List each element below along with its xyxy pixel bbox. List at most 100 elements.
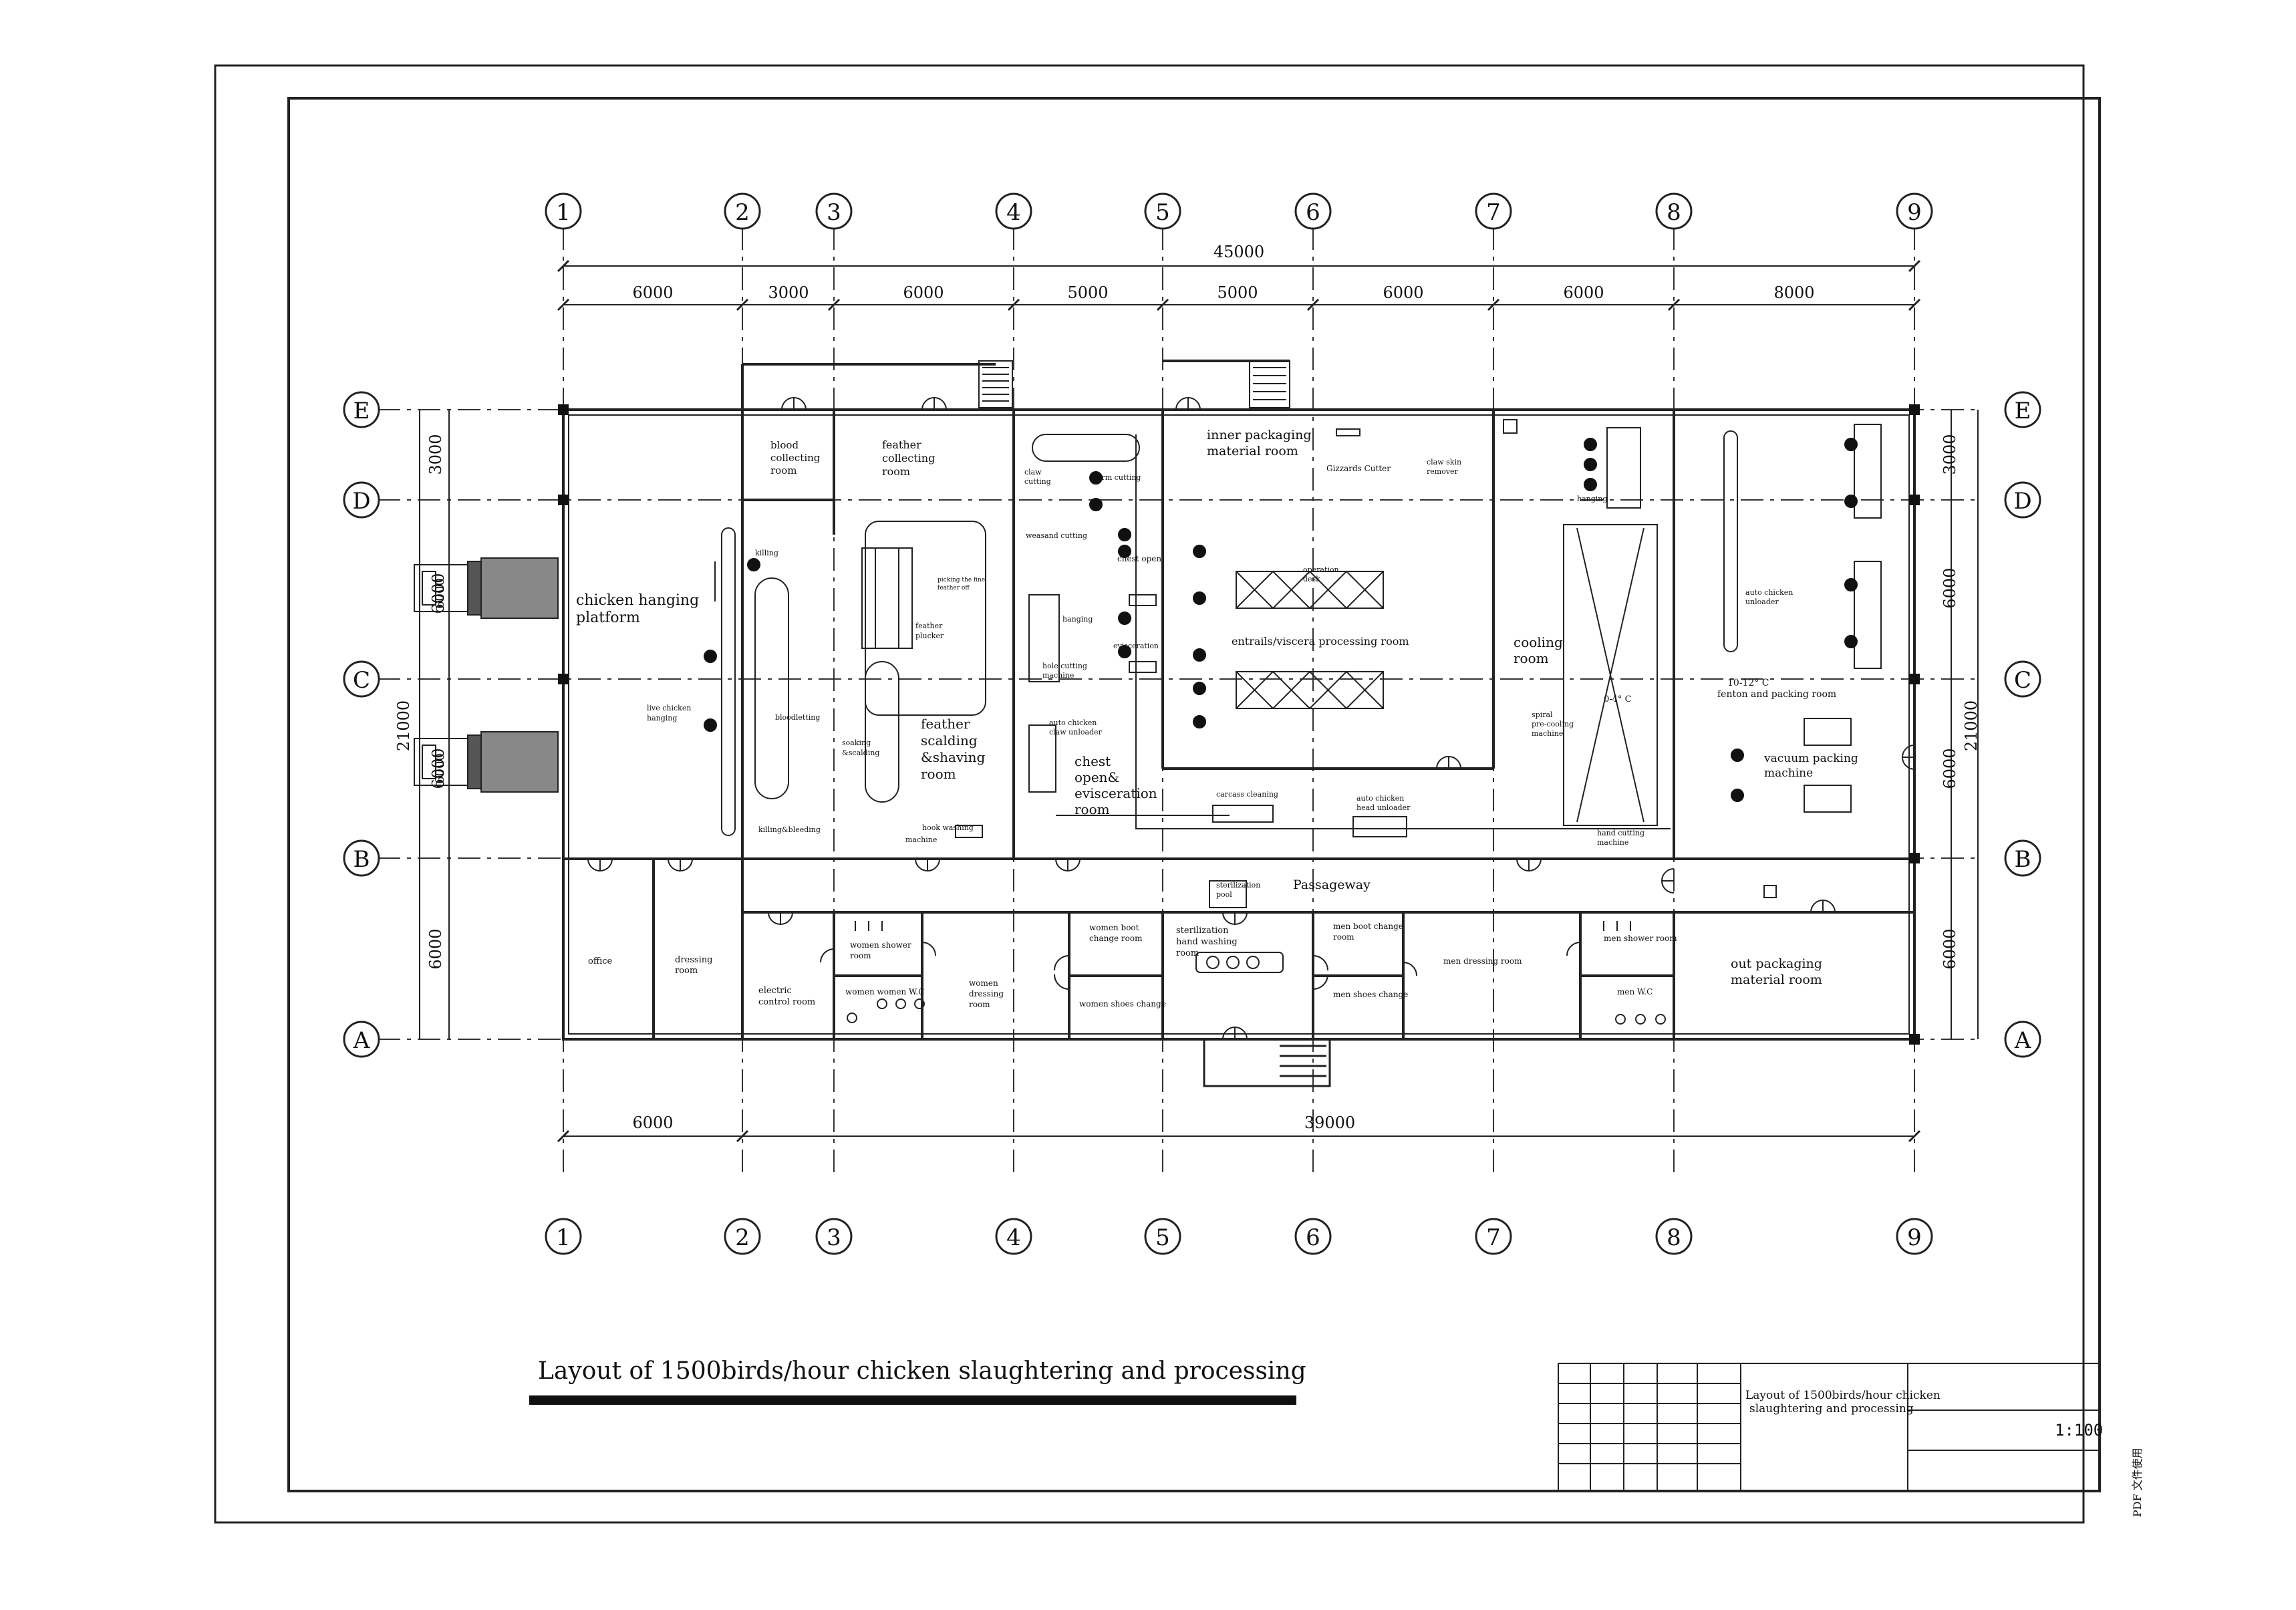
title-block-name: Layout of 1500birds/hour chicken xyxy=(1745,1389,1941,1402)
equipment-label: weasand cutting xyxy=(1026,531,1087,540)
equipment-label: machine xyxy=(1042,671,1074,680)
equipment-label: arm cutting xyxy=(1097,473,1141,482)
equipment-label: auto chicken xyxy=(1745,588,1793,597)
title-block xyxy=(1558,1363,2100,1491)
equipment-label: machine xyxy=(1532,729,1563,738)
equipment-label: Gizzards Cutter xyxy=(1326,464,1391,473)
dim-top-total: 45000 xyxy=(1213,243,1264,261)
truck-labels: 6000 6000 xyxy=(433,578,447,784)
grid-col-label: 8 xyxy=(1667,1224,1681,1251)
dim-top-span: 5000 xyxy=(1067,283,1108,302)
room-label: men shoes change xyxy=(1333,990,1408,999)
dim-bottom-span: 39000 xyxy=(1304,1113,1355,1132)
equipment-label: soaking xyxy=(842,739,871,747)
equipment-label: live chicken xyxy=(647,704,691,712)
grid-col-label: 4 xyxy=(1006,1224,1021,1251)
grid-col-label: 2 xyxy=(735,1224,750,1251)
grid-col-label: 1 xyxy=(556,1224,571,1251)
room-label: material room xyxy=(1207,444,1298,458)
plucker-machine xyxy=(861,547,913,649)
room-label: control room xyxy=(758,997,815,1007)
equipment-label: evisceration xyxy=(1113,642,1159,650)
dim-right-span: 6000 xyxy=(1941,567,1959,608)
equipment-label: killing xyxy=(755,549,778,557)
grid-row-label: D xyxy=(352,488,370,515)
room-label: women women W.C xyxy=(845,987,924,996)
room-label: women xyxy=(969,978,998,988)
equipment-label: pool xyxy=(1216,890,1232,899)
grid-col-label: 3 xyxy=(827,199,841,226)
dim-top-span: 3000 xyxy=(768,283,809,302)
equipment-label: 0-4° C xyxy=(1604,694,1632,704)
room-label: room xyxy=(921,766,956,782)
equipment-label: chest open xyxy=(1117,554,1161,563)
room-label: Passageway xyxy=(1293,878,1371,892)
title-block-scale: 1:100 xyxy=(2055,1421,2103,1440)
dimension-ticks xyxy=(557,259,1921,1143)
stair-icon xyxy=(1203,1039,1331,1087)
sheet-borders xyxy=(214,64,2101,1524)
grid-bubbles xyxy=(343,192,2041,1255)
dim-left-span: 6000 xyxy=(426,928,445,969)
equipment-label: desk xyxy=(1303,575,1320,583)
room-label: electric xyxy=(758,986,792,996)
equipment-label: hanging xyxy=(1577,495,1607,503)
dim-top-span: 6000 xyxy=(1563,283,1604,302)
room-label: platform xyxy=(576,610,640,626)
room-label: 10-12° C xyxy=(1727,678,1769,688)
room-label: room xyxy=(770,464,797,477)
room-label: men dressing room xyxy=(1443,956,1522,966)
room-label: room xyxy=(675,966,698,976)
operation-desk xyxy=(1236,571,1384,709)
room-label: chicken hanging xyxy=(576,592,699,609)
grid-col-label: 5 xyxy=(1155,1224,1170,1251)
equipment-label: head unloader xyxy=(1356,803,1411,812)
grid-bubble-labels: 1 2 3 4 5 6 7 8 9 1 2 3 4 5 6 7 8 9 E D … xyxy=(352,199,2031,1251)
equipment-label: hanging xyxy=(1062,615,1093,624)
room-label: entrails/viscera processing room xyxy=(1232,635,1409,648)
stair-icon xyxy=(978,360,1013,408)
equipment-label: feather xyxy=(915,622,943,630)
equipment-label: plucker xyxy=(915,632,944,640)
grid-col-label: 7 xyxy=(1486,1224,1501,1251)
equipment-label: feather off xyxy=(938,585,970,591)
dim-right-span: 3000 xyxy=(1941,434,1959,475)
room-label: blood xyxy=(770,439,799,451)
grid-col-label: 5 xyxy=(1155,199,1170,226)
equipment-label: cutting xyxy=(1024,477,1051,486)
equipment-label: machine xyxy=(1597,838,1628,847)
dim-left-total: 21000 xyxy=(394,700,413,751)
room-labels: chicken hanging platform blood collectin… xyxy=(576,428,1858,1009)
grid-col-label: 6 xyxy=(1306,199,1320,226)
room-label: machine xyxy=(1764,767,1813,780)
truck-length: 6000 xyxy=(433,578,447,609)
grid-col-label: 9 xyxy=(1907,1224,1922,1251)
equipment-label: remover xyxy=(1427,467,1459,476)
conveyor-line xyxy=(714,427,1738,837)
equipment-label: auto chicken xyxy=(1049,718,1097,727)
dim-bottom-span: 6000 xyxy=(632,1113,673,1132)
room-label: chest xyxy=(1074,753,1111,769)
room-label: hand washing xyxy=(1176,937,1238,947)
room-label: office xyxy=(588,956,613,966)
room-label: sterilization xyxy=(1176,926,1229,936)
room-label: feather xyxy=(921,716,970,732)
columns xyxy=(558,404,1920,1045)
dim-top-span: 6000 xyxy=(1383,283,1423,302)
room-label: women shoes change xyxy=(1079,999,1166,1009)
equipment-label: &scalding xyxy=(842,749,879,757)
grid-row-label: A xyxy=(353,1027,370,1054)
dim-top-span: 6000 xyxy=(903,283,944,302)
grid-col-label: 6 xyxy=(1306,1224,1320,1251)
room-label: fenton and packing room xyxy=(1717,689,1836,700)
title-block-texts: Layout of 1500birds/hour chicken slaught… xyxy=(1745,1389,2144,1517)
grid-col-label: 2 xyxy=(735,199,750,226)
dim-top-span: 5000 xyxy=(1217,283,1258,302)
room-label: dressing xyxy=(675,955,712,965)
equipment-label: hole cutting xyxy=(1042,662,1087,670)
grid-row-label: C xyxy=(353,667,370,694)
room-label: dressing xyxy=(969,989,1004,998)
equipment-label: picking the fine xyxy=(938,577,985,583)
room-label: women boot xyxy=(1089,923,1139,932)
equipment-label: auto chicken xyxy=(1356,794,1404,803)
